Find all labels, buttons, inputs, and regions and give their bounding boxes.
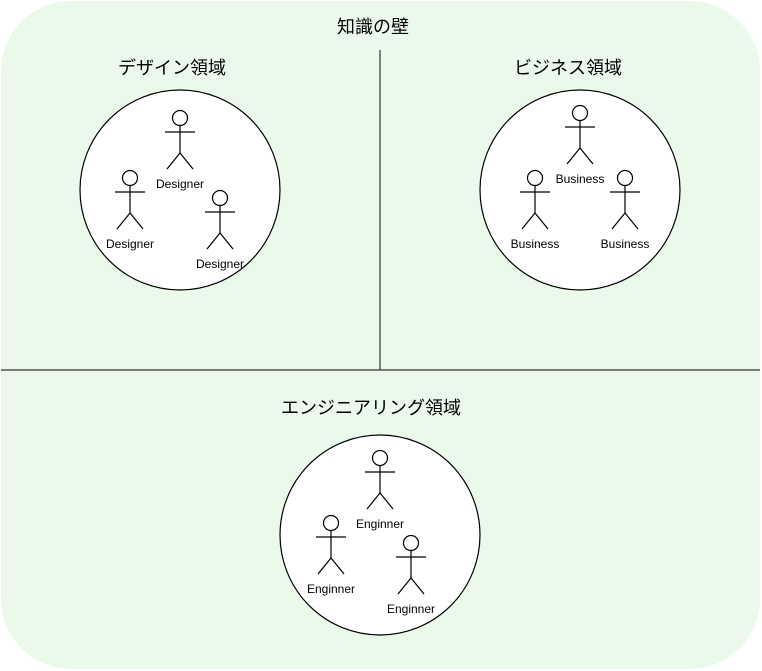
engineering-region: エンジニアリング領域 Enginner Enginner Enginner xyxy=(279,398,481,636)
engineer-figure xyxy=(365,449,395,510)
engineer-figure xyxy=(396,534,426,595)
designer-figure xyxy=(115,169,145,230)
design-team-circle xyxy=(79,89,281,291)
business-figure xyxy=(520,169,550,230)
diagram-title: 知識の壁 xyxy=(337,17,409,38)
engineer-label: Enginner xyxy=(356,517,404,531)
designer-label: Designer xyxy=(196,257,244,271)
designer-figure xyxy=(205,189,235,250)
business-team-circle xyxy=(479,89,681,291)
designer-figure xyxy=(165,109,195,170)
engineer-label: Enginner xyxy=(307,582,355,596)
designer-label: Designer xyxy=(106,237,154,251)
business-region-title: ビジネス領域 xyxy=(514,58,622,79)
designer-label: Designer xyxy=(156,177,204,191)
engineering-team-circle xyxy=(279,434,481,636)
business-label: Business xyxy=(556,172,605,186)
business-label: Business xyxy=(511,237,560,251)
engineering-region-title: エンジニアリング領域 xyxy=(281,398,461,419)
design-region-title: デザイン領域 xyxy=(118,58,226,79)
business-label: Business xyxy=(601,237,650,251)
engineer-label: Enginner xyxy=(387,602,435,616)
business-region: ビジネス領域 Business Business Business xyxy=(479,58,681,291)
business-figure xyxy=(610,169,640,230)
business-figure xyxy=(565,104,595,165)
engineer-figure xyxy=(316,514,346,575)
design-region: デザイン領域 Designer Designer Designer xyxy=(79,58,281,291)
